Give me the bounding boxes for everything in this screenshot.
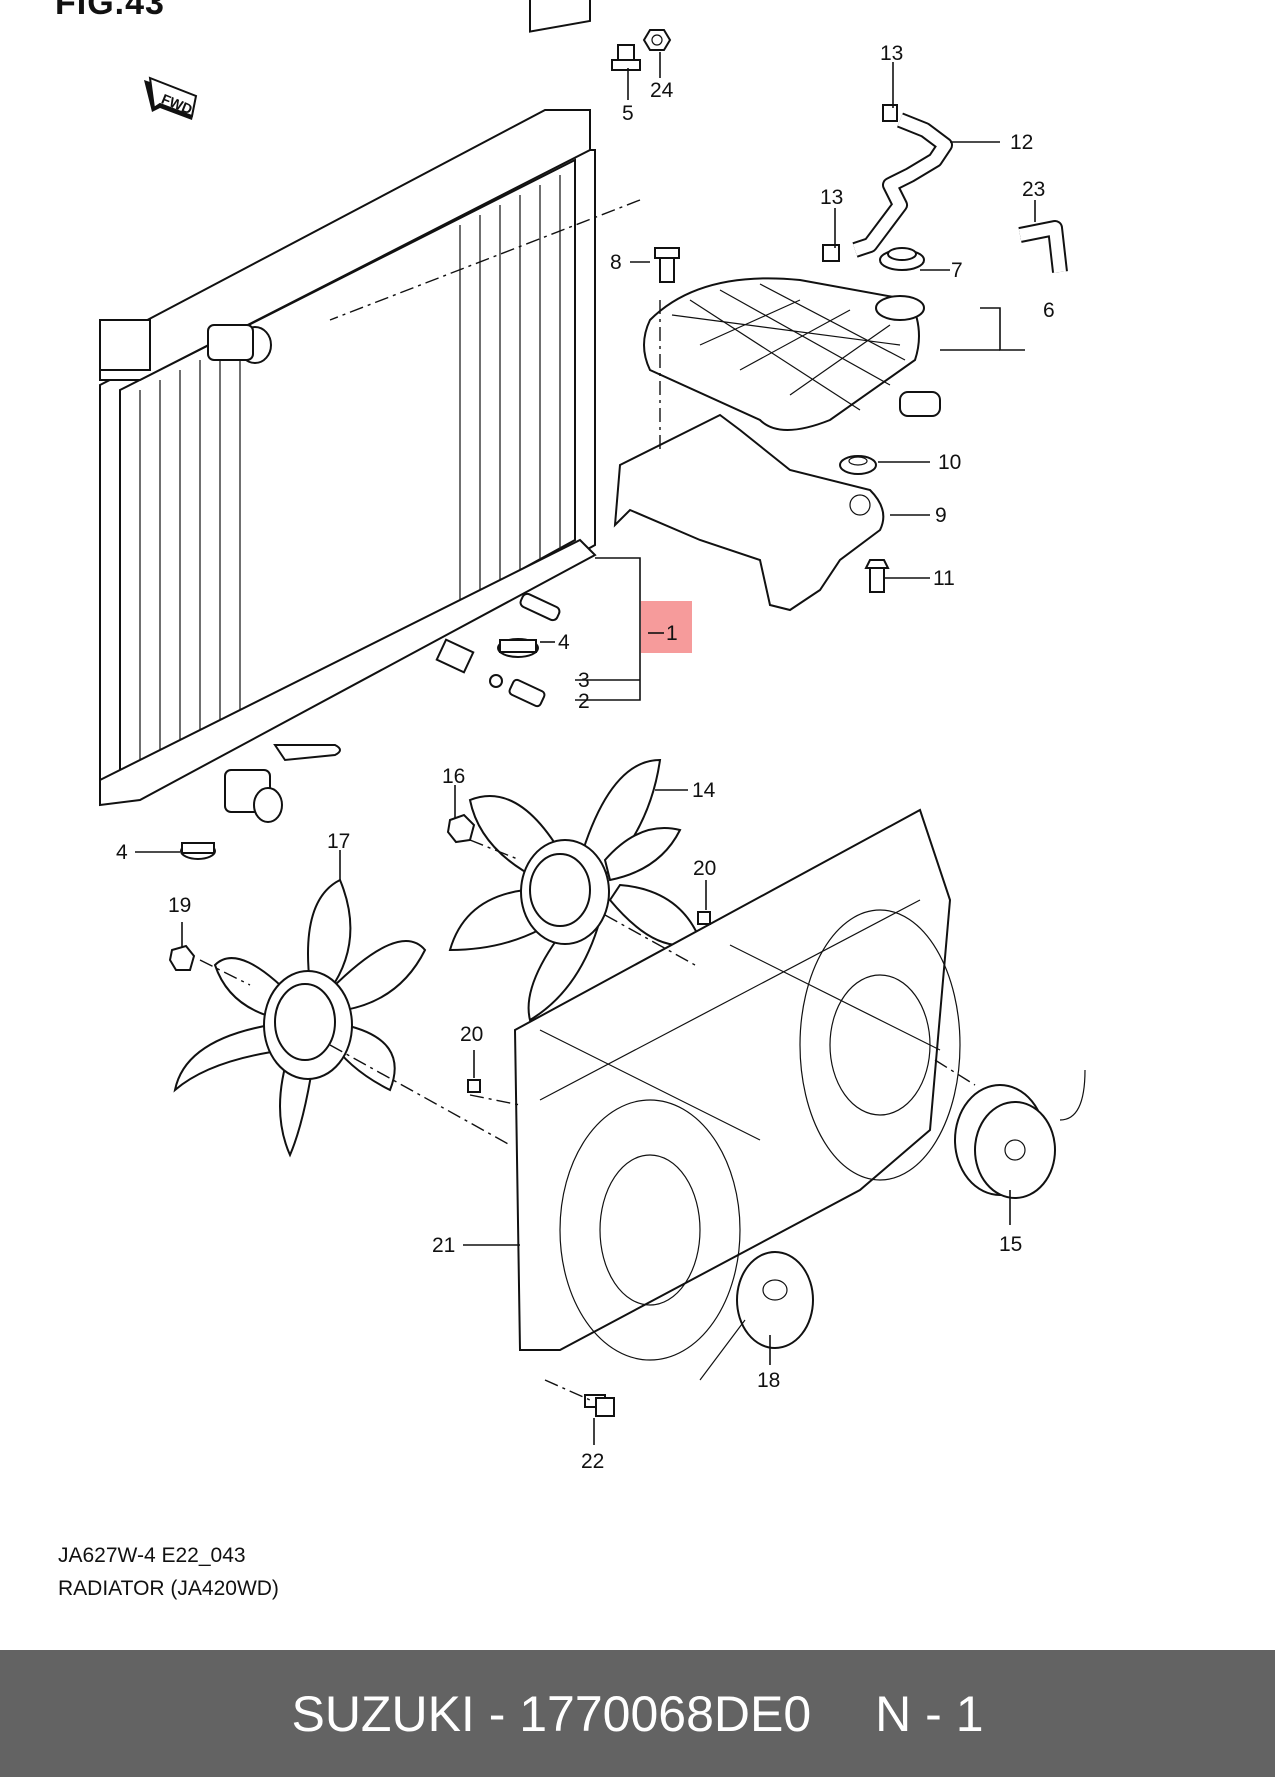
label-16: 16 bbox=[442, 765, 465, 788]
overflow-hose bbox=[1018, 220, 1068, 273]
label-7: 7 bbox=[951, 259, 963, 282]
grommet-10 bbox=[839, 455, 877, 475]
label-23: 23 bbox=[1022, 178, 1045, 201]
label-9: 9 bbox=[935, 504, 947, 527]
alignment-lines bbox=[199, 199, 976, 1401]
cooling-fan-clutch bbox=[448, 758, 702, 1022]
bolt-5 bbox=[611, 44, 641, 71]
leader-lines bbox=[135, 52, 1036, 1445]
reservoir-bracket bbox=[613, 413, 885, 612]
nut-19 bbox=[168, 944, 196, 971]
label-1: 1 bbox=[666, 622, 678, 645]
hose-clamp-upper bbox=[882, 104, 898, 122]
label-22: 22 bbox=[581, 1450, 604, 1473]
condenser-fan-17 bbox=[173, 878, 427, 1158]
bolt-8 bbox=[654, 247, 680, 283]
bolt-20-lower bbox=[467, 1079, 481, 1093]
label-13-upper: 13 bbox=[880, 42, 903, 65]
radiator-core bbox=[99, 0, 597, 823]
label-12: 12 bbox=[1010, 131, 1033, 154]
nut-24 bbox=[642, 29, 672, 51]
footer-brand-part: SUZUKI - 1770068DE0 bbox=[291, 1685, 812, 1742]
bolt-20-upper bbox=[697, 911, 711, 925]
reservoir-cap bbox=[879, 247, 925, 271]
label-21: 21 bbox=[432, 1234, 455, 1257]
radiator-exploded-diagram: FWD bbox=[99, 0, 1086, 1473]
bolt-22 bbox=[584, 1394, 615, 1417]
part-numbers: 1 2 3 4 4 5 6 7 8 9 10 11 12 13 13 14 15… bbox=[116, 42, 1055, 1473]
label-6: 6 bbox=[1043, 299, 1055, 322]
label-8: 8 bbox=[610, 251, 622, 274]
label-11: 11 bbox=[933, 567, 955, 590]
radiator-cushion-lower bbox=[180, 842, 216, 860]
label-17: 17 bbox=[327, 830, 350, 853]
fwd-arrow-icon: FWD bbox=[144, 76, 198, 120]
label-10: 10 bbox=[938, 451, 961, 474]
footer-bar: SUZUKI - 1770068DE0 N - 1 bbox=[0, 1650, 1275, 1777]
hose-clamp-lower bbox=[822, 244, 840, 262]
fan-motor-15 bbox=[954, 1069, 1086, 1199]
label-14: 14 bbox=[692, 779, 716, 802]
footer-quantity: N - 1 bbox=[875, 1685, 984, 1742]
label-19: 19 bbox=[168, 894, 191, 917]
figure-name: RADIATOR (JA420WD) bbox=[58, 1577, 279, 1600]
drain-plug bbox=[489, 674, 546, 708]
label-20-upper: 20 bbox=[693, 857, 716, 880]
reservoir-hose bbox=[852, 112, 953, 258]
label-13-lower: 13 bbox=[820, 186, 843, 209]
fan-motor-18 bbox=[699, 1251, 814, 1381]
label-2: 2 bbox=[578, 690, 590, 713]
label-4-upper: 4 bbox=[558, 631, 570, 654]
fan-shroud bbox=[513, 808, 961, 1361]
label-20-lower: 20 bbox=[460, 1023, 483, 1046]
nut-16 bbox=[446, 813, 476, 844]
figure-code: JA627W-4 E22_043 bbox=[58, 1544, 246, 1567]
radiator-cushion-upper bbox=[497, 638, 539, 658]
part-1-highlight bbox=[641, 601, 692, 653]
reservoir-tank bbox=[643, 277, 941, 431]
label-15: 15 bbox=[999, 1233, 1022, 1256]
label-4-lower: 4 bbox=[116, 841, 128, 864]
label-3: 3 bbox=[578, 669, 590, 692]
bolt-11 bbox=[864, 559, 890, 593]
label-24: 24 bbox=[650, 79, 674, 102]
label-5: 5 bbox=[622, 102, 634, 125]
label-18: 18 bbox=[757, 1369, 780, 1392]
figure-title: FIG.43 bbox=[55, 0, 165, 22]
drain-fitting bbox=[435, 592, 561, 674]
